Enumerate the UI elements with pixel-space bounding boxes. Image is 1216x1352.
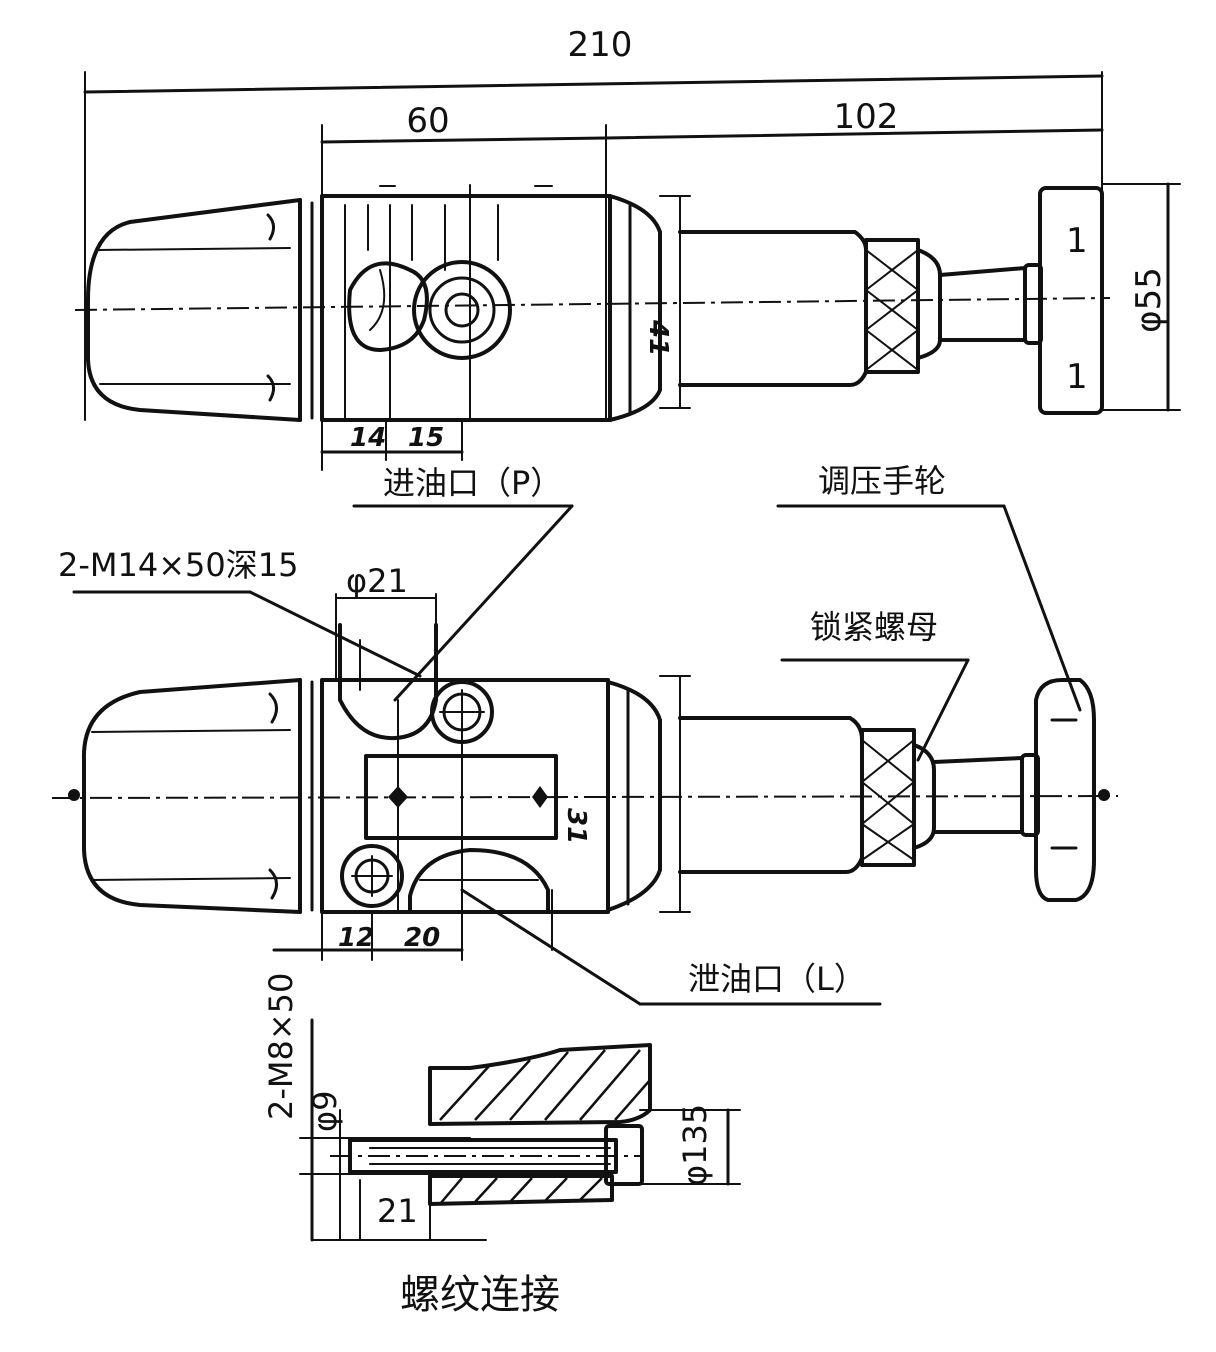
front-view: 进油口（P） 2-M14×50深15 φ21 调压手轮 锁紧螺母 泄油口（L） (51, 462, 1119, 1006)
dim-depth: 21 (377, 1192, 418, 1230)
detail-lower-block (428, 1174, 614, 1206)
front-adjuster (678, 716, 864, 874)
front-end-cap (81, 678, 302, 914)
detail-bolt-head (604, 1124, 644, 1186)
label-mount: 2-M14×50深15 (58, 546, 299, 584)
dim-front-port-b: 20 (404, 923, 440, 953)
lock-nut (864, 238, 920, 374)
bonnet (608, 194, 662, 422)
detail-upper-block (428, 1043, 652, 1126)
leader-locknut (916, 658, 970, 762)
handwheel-mark-top: 1 (1066, 221, 1088, 261)
dim-overall: 210 (568, 25, 633, 65)
dim-front-port-a: 12 (338, 923, 374, 953)
front-port-l (408, 848, 550, 914)
detail-caption: 螺纹连接 (400, 1272, 560, 1318)
dim-inlet-dia: φ21 (346, 562, 408, 600)
dim-port-b: 15 (408, 423, 444, 453)
dim-body-height: 41 (643, 319, 673, 356)
dim-face: 31 (561, 808, 591, 844)
front-port-a (340, 844, 404, 908)
top-view: 210 60 102 14 15 (74, 25, 1181, 471)
label-locknut: 锁紧螺母 (810, 608, 938, 646)
front-port-p (430, 680, 494, 744)
end-cap (86, 198, 302, 422)
dim-adjuster: 102 (834, 97, 899, 137)
port-l (347, 261, 429, 352)
front-handwheel (1034, 678, 1096, 902)
leader-handwheel (1002, 504, 1082, 712)
detail-view: 2-M8×50 φ9 (262, 973, 741, 1318)
dim-flange: φ135 (676, 1104, 714, 1186)
dim-handwheel-dia: φ55 (1129, 267, 1169, 333)
front-lock-nut (860, 728, 916, 867)
valve-body (320, 194, 612, 422)
label-drain: 泄油口（L） (688, 960, 866, 998)
label-inlet: 进油口（P） (383, 464, 562, 502)
dim-port-a: 14 (350, 423, 386, 453)
label-bolts: 2-M8×50 (262, 973, 300, 1120)
handwheel-mark-bottom: 1 (1066, 357, 1088, 397)
dim-body: 60 (406, 101, 449, 141)
handwheel-top (1038, 186, 1104, 415)
label-handwheel: 调压手轮 (818, 462, 946, 500)
adjuster-cylinder (678, 230, 868, 387)
front-bonnet (606, 680, 662, 912)
leader-inlet (393, 504, 574, 702)
port-p (412, 260, 512, 360)
dim-line-overall (83, 74, 1104, 94)
